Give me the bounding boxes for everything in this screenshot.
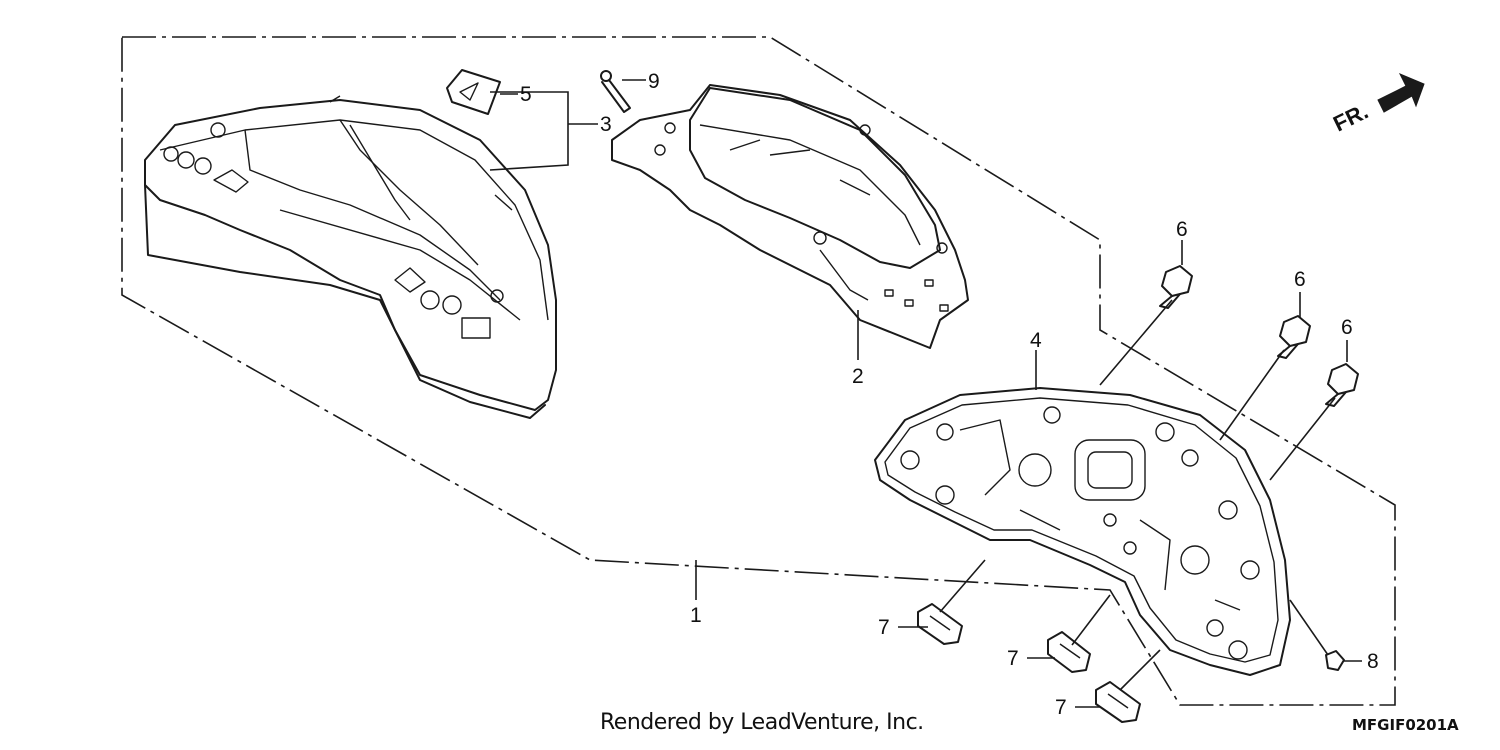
callout-8: 8 (1367, 650, 1379, 673)
emblem-part-5 (446, 69, 501, 115)
meter-case-cover (144, 95, 557, 419)
callout-1: 1 (690, 604, 702, 627)
diagram-code: MFGIF0201A (1352, 716, 1459, 734)
render-credit: Rendered by LeadVenture, Inc. (600, 710, 924, 735)
screw-part-8 (1325, 650, 1345, 671)
callout-6b: 6 (1294, 268, 1306, 291)
callout-6a: 6 (1176, 218, 1188, 241)
bolt-part-6c (1325, 363, 1359, 407)
bolt-part-6a (1159, 265, 1193, 309)
callout-3: 3 (600, 113, 612, 136)
callout-4: 4 (1030, 329, 1042, 352)
callout-7c: 7 (1055, 696, 1067, 719)
front-indicator-label: FR. (1329, 98, 1372, 136)
bolt-part-6b (1277, 315, 1311, 359)
screw-part-9 (600, 70, 631, 113)
assembly-outline-1 (121, 36, 1396, 706)
callout-7b: 7 (1007, 647, 1019, 670)
leader-lines (489, 79, 1362, 708)
callout-9: 9 (648, 70, 660, 93)
callout-5: 5 (520, 83, 532, 106)
callout-2: 2 (852, 365, 864, 388)
lcd-board-part-2 (611, 84, 969, 349)
clip-part-7a (917, 603, 963, 645)
front-arrow-icon (1377, 73, 1425, 113)
clip-part-7c (1095, 681, 1141, 723)
callout-6c: 6 (1341, 316, 1353, 339)
callout-7a: 7 (878, 616, 890, 639)
case-back-part-4 (874, 387, 1291, 676)
clip-part-7b (1047, 631, 1091, 673)
